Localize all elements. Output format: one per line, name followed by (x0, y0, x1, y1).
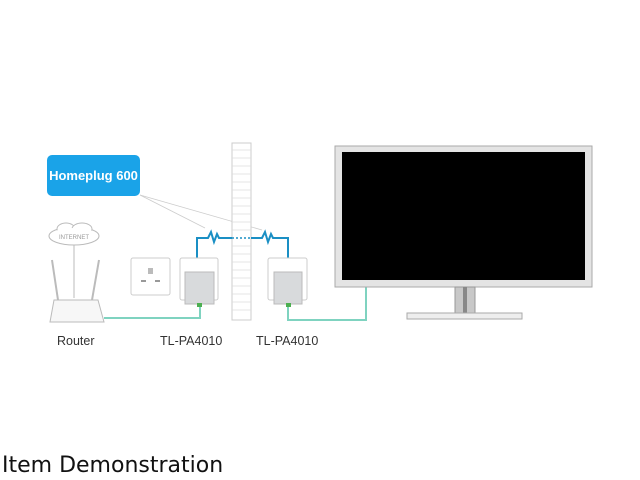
cloud-label: INTERNET (59, 235, 89, 241)
powerline-connection (196, 229, 289, 258)
ethernet-cable (287, 287, 367, 321)
caption: Item Demonstration (2, 453, 224, 478)
powerline-adapter-2 (267, 257, 308, 307)
router-label: Router (57, 334, 95, 348)
adapter-1-label: TL-PA4010 (160, 334, 223, 348)
internet-cloud-icon: INTERNET (48, 222, 100, 246)
tv-monitor (334, 145, 593, 320)
ethernet-cable (104, 305, 201, 319)
router-icon (49, 259, 105, 323)
brick-wall (231, 142, 252, 321)
wall-outlet-icon (130, 257, 171, 296)
powerline-adapter-1 (179, 257, 219, 307)
pointer-line (139, 194, 206, 229)
adapter-2-label: TL-PA4010 (256, 334, 319, 348)
homeplug-badge: Homeplug 600 (47, 155, 140, 196)
